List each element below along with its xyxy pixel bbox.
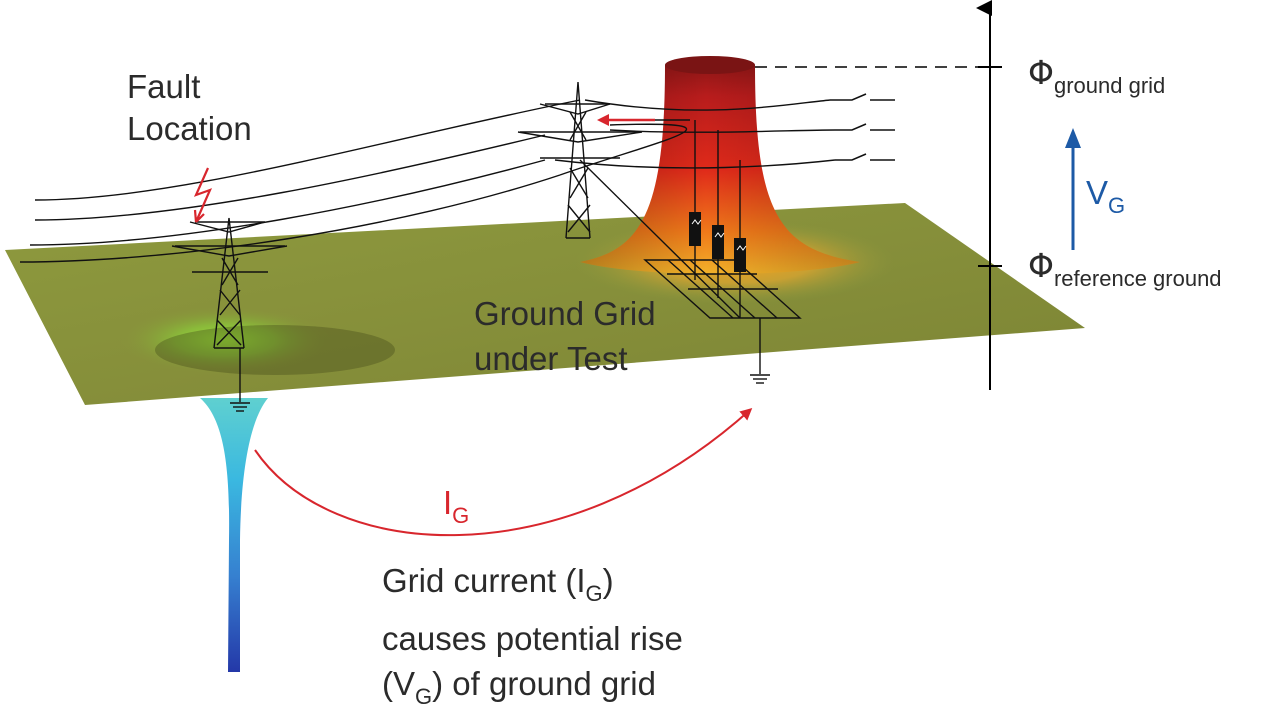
- ig-label: IG: [443, 484, 470, 528]
- potential-peak-top: [665, 56, 755, 74]
- voltage-arrow-head: [1065, 128, 1081, 148]
- ground-grid-mesh: [643, 259, 802, 319]
- grid-current-caption: Grid current (IG) causes potential rise …: [382, 562, 683, 709]
- fault-location-label: Fault Location: [127, 68, 252, 147]
- potential-dip-shadow: [155, 325, 395, 375]
- phi-reference-ground-label: Φreference ground: [1028, 246, 1222, 291]
- ground-symbol-icon: [230, 402, 250, 412]
- ground-symbol-icon: [750, 374, 770, 384]
- potential-sink-funnel: [200, 398, 268, 672]
- fault-lightning-icon: [193, 167, 213, 223]
- switch-icon: [830, 93, 895, 161]
- phi-ground-grid-label: Φground grid: [1028, 53, 1166, 98]
- potential-dip-glow: [115, 305, 335, 375]
- transmission-lines: [19, 99, 836, 263]
- ground-current-arc: [254, 408, 753, 537]
- tower-to-grid-wire: [579, 159, 741, 319]
- potential-peak-shade: [580, 65, 860, 274]
- ground-grid-label: Ground Grid under Test: [474, 295, 656, 377]
- transmission-tower-icon: [517, 81, 643, 239]
- transmission-tower-icon: [171, 217, 288, 349]
- vg-label: VG: [1086, 174, 1126, 218]
